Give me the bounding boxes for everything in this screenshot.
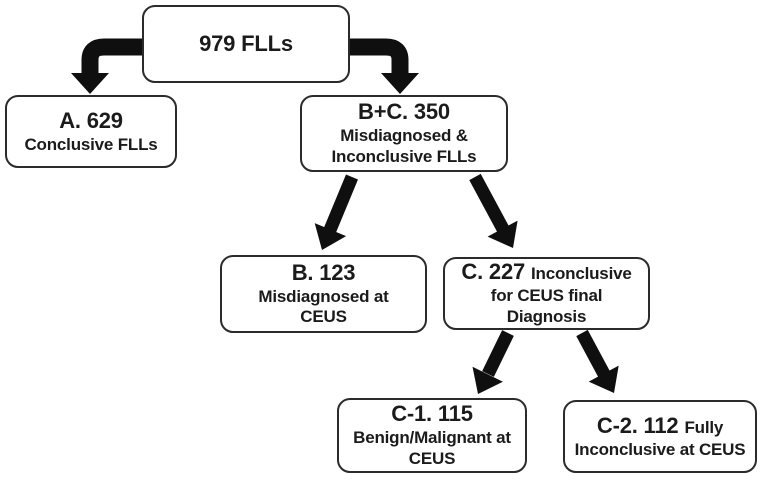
- node-c1-label-2: CEUS: [408, 448, 456, 468]
- node-b-title: B. 123: [291, 259, 356, 285]
- node-bc-label-2: Inconclusive FLLs: [331, 146, 477, 166]
- arrow-c-to-c2-icon: [576, 329, 619, 393]
- node-a-label: Conclusive FLLs: [24, 134, 158, 154]
- node-c-title: C. 227: [461, 259, 526, 285]
- node-c-inline-label: Inconclusive: [531, 264, 632, 284]
- arrow-bc-to-c-icon: [469, 173, 518, 248]
- node-c-label-2: Diagnosis: [506, 306, 587, 326]
- node-bc-title: B+C. 350: [358, 99, 450, 125]
- node-root: 979 FLLs: [142, 5, 350, 83]
- node-bc: B+C. 350 Misdiagnosed & Inconclusive FLL…: [300, 95, 508, 172]
- node-c1-title: C-1. 115: [391, 401, 473, 427]
- node-a: A. 629 Conclusive FLLs: [5, 95, 177, 168]
- node-root-title: 979 FLLs: [199, 30, 293, 56]
- node-b-label-1: Misdiagnosed at: [258, 286, 389, 306]
- node-a-title: A. 629: [59, 107, 123, 133]
- arrow-root-to-a-icon: [71, 38, 142, 94]
- arrow-root-to-bc-icon: [350, 38, 419, 94]
- node-b-label-2: CEUS: [300, 307, 347, 327]
- node-c2-inline-label: Fully: [684, 417, 724, 437]
- node-c2-label-1: Inconclusive at CEUS: [574, 439, 746, 459]
- arrow-bc-to-b-icon: [314, 174, 359, 250]
- node-c-label-1: for CEUS final: [490, 286, 603, 306]
- node-c2-title: C-2. 112: [596, 412, 679, 438]
- node-c1-label-1: Benign/Malignant at: [353, 428, 511, 448]
- node-b: B. 123 Misdiagnosed at CEUS: [220, 255, 427, 333]
- arrow-c-to-c1-icon: [472, 330, 514, 394]
- node-c1: C-1. 115 Benign/Malignant at CEUS: [337, 398, 527, 473]
- node-bc-label-1: Misdiagnosed &: [340, 126, 468, 146]
